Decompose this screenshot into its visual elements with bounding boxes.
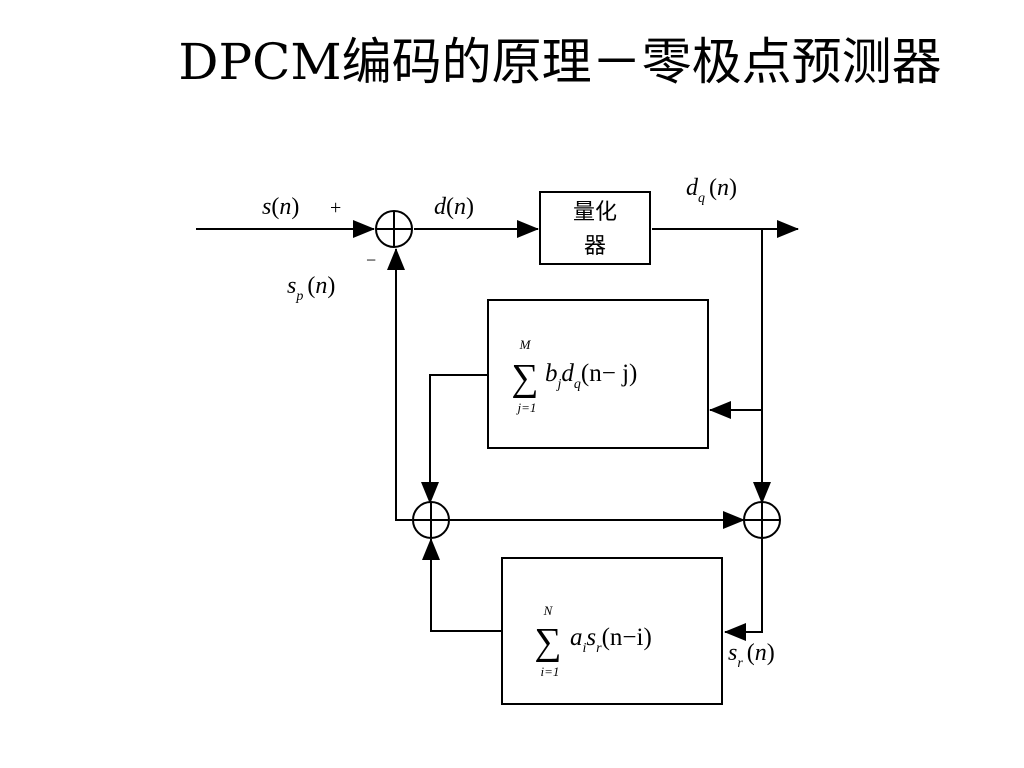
- quantizer-label-line1: 量化: [573, 200, 617, 225]
- plus-sign: +: [330, 197, 341, 219]
- sp-feedback-line: [387, 248, 412, 521]
- reconstruction-summing-junction: [743, 501, 781, 539]
- pole-predictor-block: N ∑ i=1 aisr(n−i): [501, 557, 723, 705]
- prediction-signal-label: sp(n): [287, 273, 335, 304]
- pole-predictor-upper-limit: N: [543, 603, 554, 618]
- pole-predictor-expression: aisr(n−i): [570, 624, 652, 656]
- zero-predictor-output-line: [421, 374, 488, 504]
- minus-sign: −: [366, 250, 376, 270]
- predictor-summing-junction: [412, 501, 450, 539]
- pole-predictor-sum-symbol: ∑: [534, 621, 561, 663]
- zero-predictor-expression: bjdq(n− j): [545, 360, 637, 392]
- quantized-signal-label: dq(n): [686, 175, 737, 206]
- pole-predictor-lower-limit: i=1: [541, 664, 560, 679]
- zero-predictor-sum-symbol: ∑: [511, 357, 538, 399]
- zero-predictor-upper-limit: M: [519, 337, 532, 352]
- sr-to-pole-predictor-line: [724, 538, 763, 641]
- input-signal-label: s(n): [262, 194, 299, 220]
- difference-signal-label: d(n): [434, 194, 474, 220]
- quantizer-block: 量化 器: [539, 191, 651, 265]
- page-title: DPCM编码的原理－零极点预测器: [178, 33, 942, 91]
- zero-predictor-lower-limit: j=1: [516, 400, 537, 415]
- zero-predictor-block: M ∑ j=1 bjdq(n− j): [487, 299, 709, 449]
- reconstructed-signal-label: sr(n): [728, 640, 775, 671]
- input-summing-junction: [375, 210, 413, 248]
- quantizer-label-line2: 器: [584, 234, 606, 259]
- pole-predictor-output-line: [422, 538, 502, 632]
